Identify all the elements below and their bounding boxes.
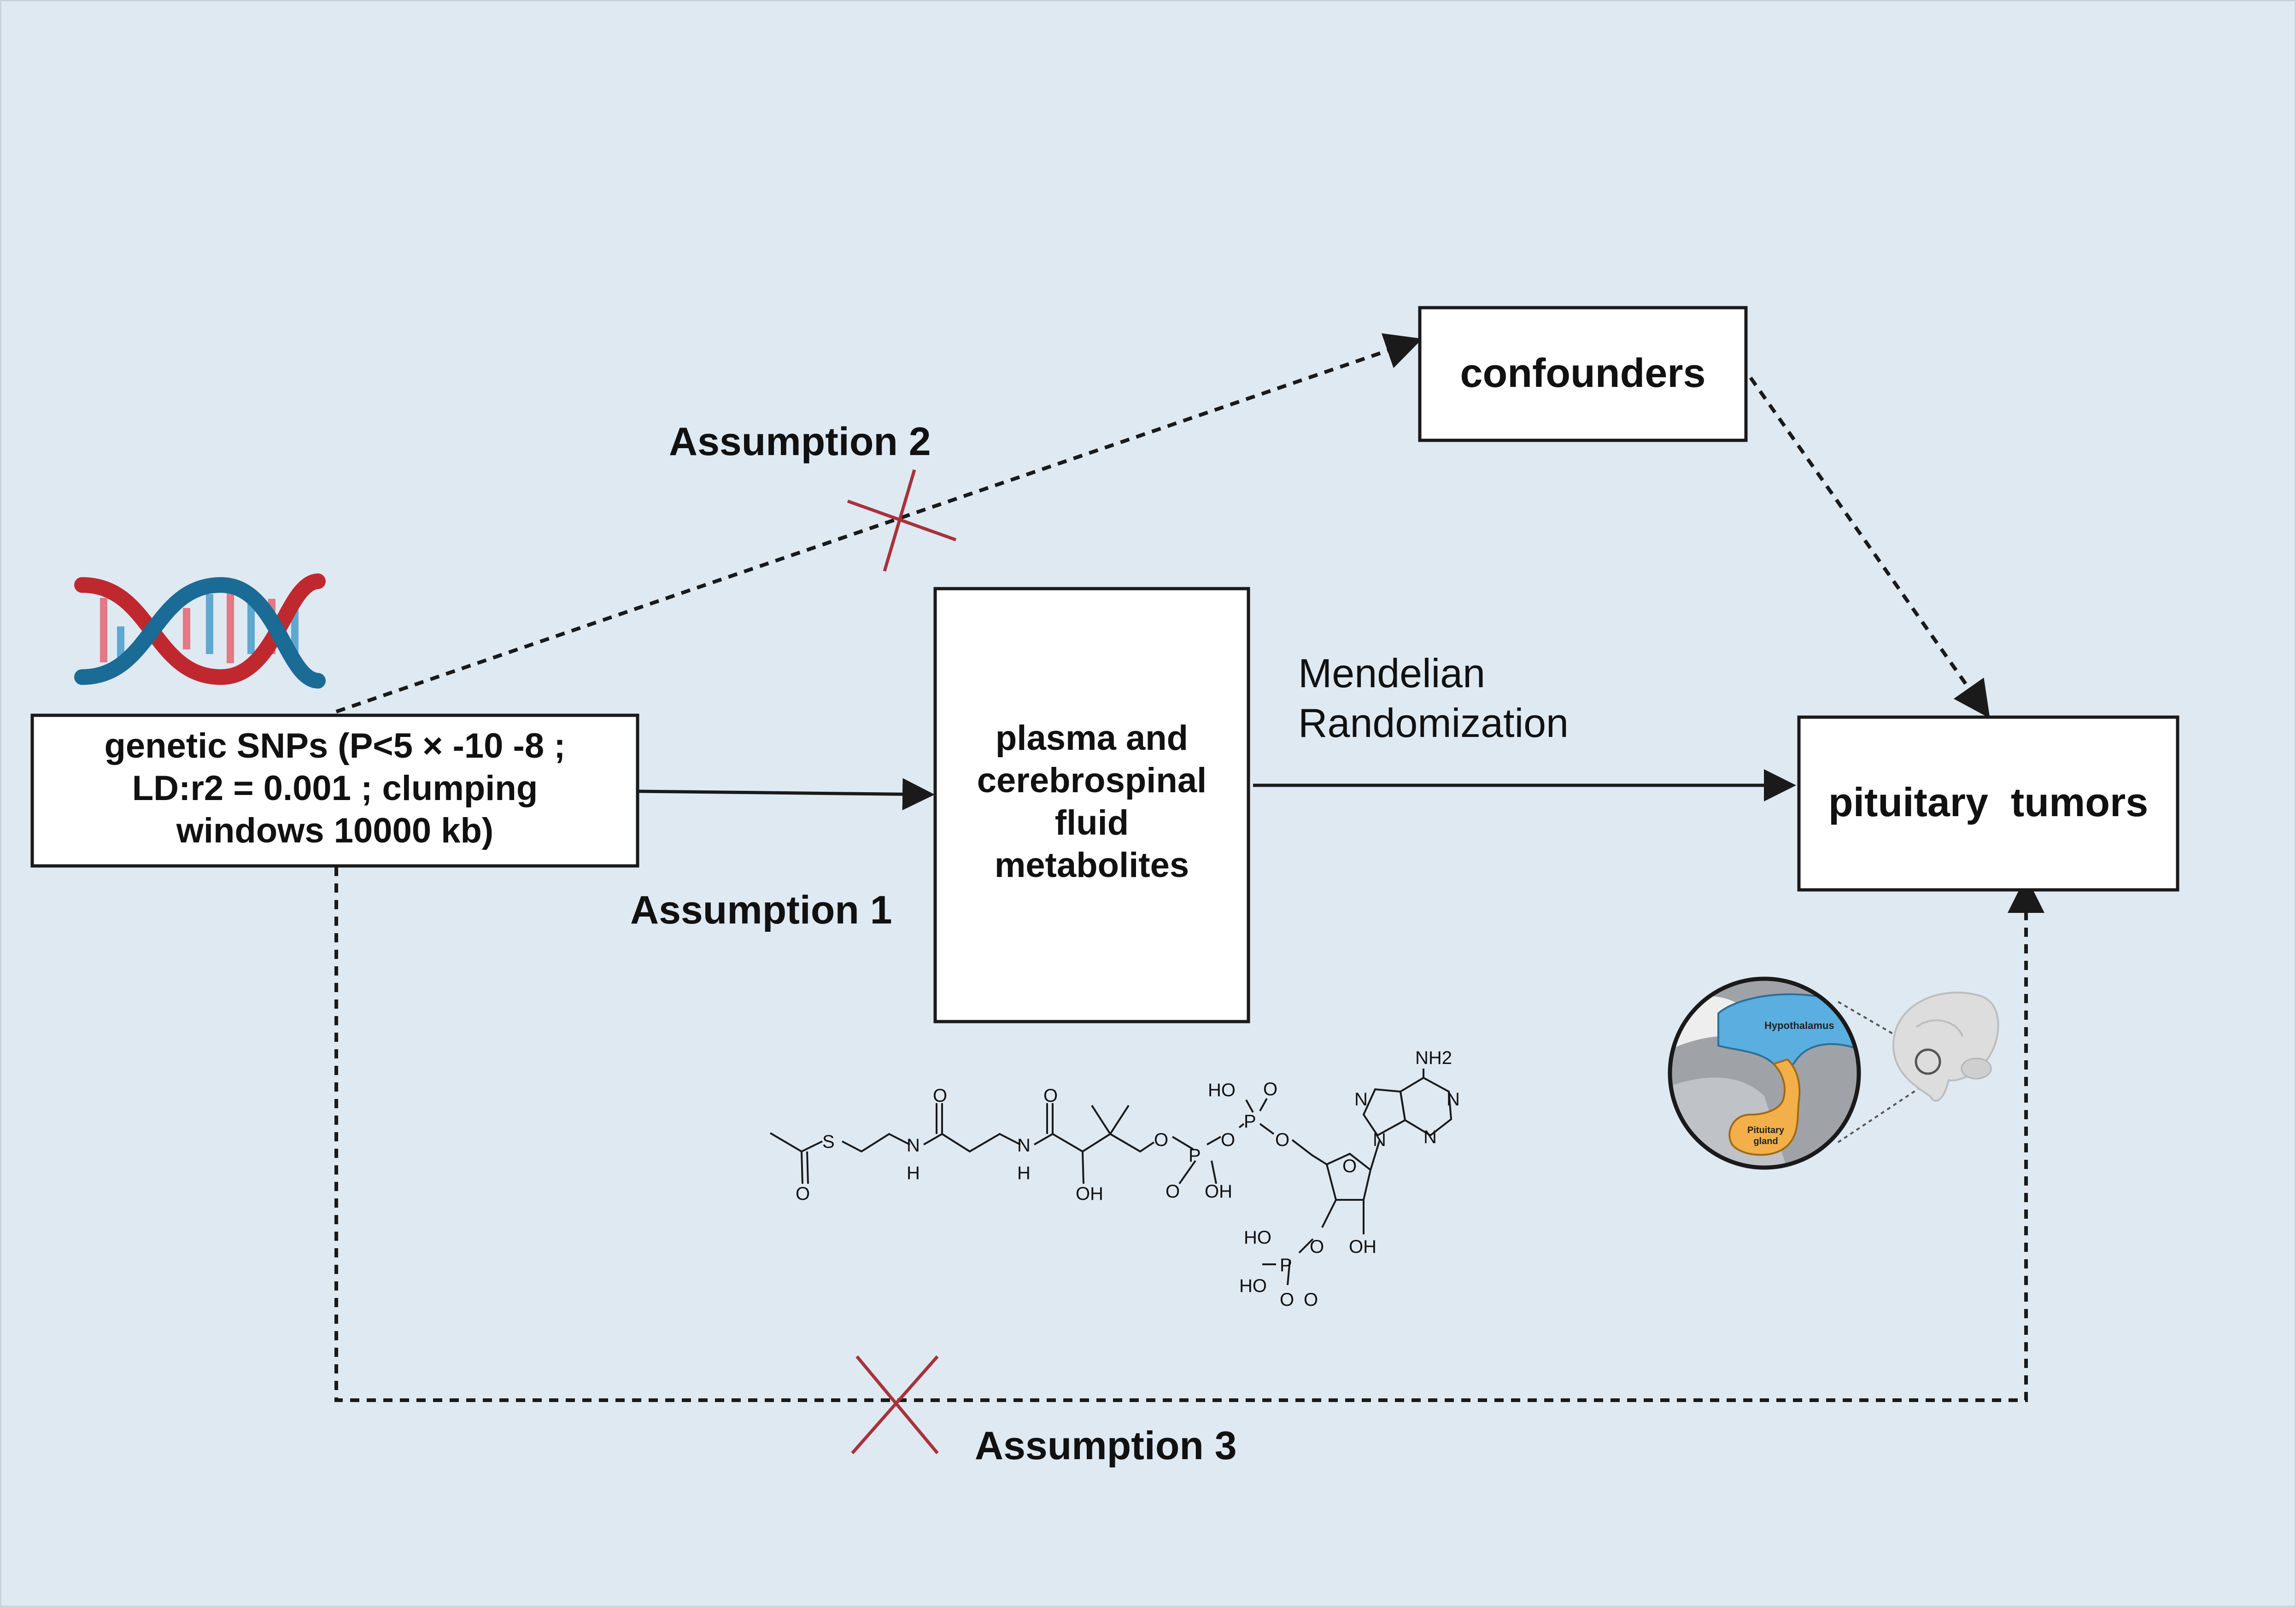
atom-n4: N <box>1373 1130 1386 1150</box>
node-genetic-snps <box>30 713 639 868</box>
atom-ho1: HO <box>1208 1080 1236 1100</box>
atom-p1: P <box>1189 1145 1201 1166</box>
hypothalamus-label: Hypothalamus <box>1764 1020 1834 1031</box>
atom-n2: N <box>1017 1135 1031 1156</box>
atom-oh1: OH <box>1076 1184 1103 1204</box>
pituitary-label-line2: gland <box>1753 1136 1778 1146</box>
atom-o8: O <box>1275 1130 1289 1150</box>
atom-p2: P <box>1244 1111 1256 1132</box>
edge-snps-tumors-direct <box>334 867 2044 1402</box>
assumption1-label: Assumption 1 <box>630 888 892 932</box>
atom-oh2: OH <box>1205 1181 1232 1202</box>
atom-oh3: OH <box>1349 1237 1376 1257</box>
atom-o10: O <box>1310 1237 1324 1257</box>
atom-o3: O <box>1043 1086 1058 1106</box>
atom-o11: O <box>1304 1290 1318 1310</box>
metabolites-label-line4: metabolites <box>995 846 1189 885</box>
atom-p3: P <box>1280 1255 1292 1275</box>
mr-label-line1: Mendelian <box>1298 650 1485 696</box>
atom-o5: O <box>1166 1181 1180 1202</box>
atom-ho2: HO <box>1244 1227 1271 1248</box>
node-metabolites <box>933 587 1250 1023</box>
pituitary-illustration: Hypothalamus Pituitary gland <box>1668 976 1999 1170</box>
cross-assumption2-icon <box>847 469 957 572</box>
dna-icon <box>74 573 326 689</box>
edge-confounders-tumors <box>1749 376 1990 719</box>
atom-o4: O <box>1154 1130 1168 1150</box>
assumption2-label: Assumption 2 <box>669 420 931 464</box>
atom-o2: O <box>933 1086 947 1106</box>
node-pituitary-tumors <box>1797 715 2179 892</box>
atom-o6: O <box>1221 1130 1235 1150</box>
metabolites-label-line2: cerebrospinal <box>977 761 1207 800</box>
confounders-label: confounders <box>1460 350 1706 396</box>
atom-n3: N <box>1354 1089 1368 1110</box>
atom-ho3: HO <box>1239 1276 1267 1296</box>
snps-label-line1: genetic SNPs (P<5 × -10 -8 ; <box>104 726 565 766</box>
atom-o12: O <box>1280 1290 1294 1310</box>
snps-label-line3: windows 10000 kb) <box>176 811 493 850</box>
metabolites-label-line3: fluid <box>1055 803 1129 842</box>
assumption3-label: Assumption 3 <box>975 1424 1237 1468</box>
atom-n5: N <box>1447 1089 1460 1110</box>
pituitary-label-line1: Pituitary <box>1747 1125 1785 1135</box>
atom-o1: O <box>796 1184 810 1204</box>
node-confounders <box>1418 306 1748 442</box>
atom-o9: O <box>1342 1156 1357 1176</box>
metabolite-structure-icon <box>769 1069 1453 1286</box>
edge-snps-confounders <box>335 333 1423 713</box>
mr-label-line2: Randomization <box>1298 700 1569 746</box>
tumors-label: pituitary tumors <box>1828 779 2148 825</box>
atom-h2: H <box>1017 1163 1031 1183</box>
brain-icon <box>1892 991 1999 1102</box>
edge-snps-metabolites <box>638 778 935 811</box>
atom-n1: N <box>907 1135 920 1156</box>
atom-h1: H <box>907 1163 920 1183</box>
cross-assumption3-icon <box>851 1355 939 1455</box>
molecule-atom-labels: S O N H O O N H OH O P O OH O HO P O O O… <box>796 1048 1460 1310</box>
atom-nh2: NH2 <box>1415 1048 1452 1068</box>
atom-n6: N <box>1423 1127 1437 1147</box>
metabolites-label-line1: plasma and <box>996 719 1188 758</box>
atom-o7: O <box>1263 1079 1277 1099</box>
snps-label-line2: LD:r2 = 0.001 ; clumping <box>132 769 538 808</box>
atom-s: S <box>822 1132 835 1152</box>
